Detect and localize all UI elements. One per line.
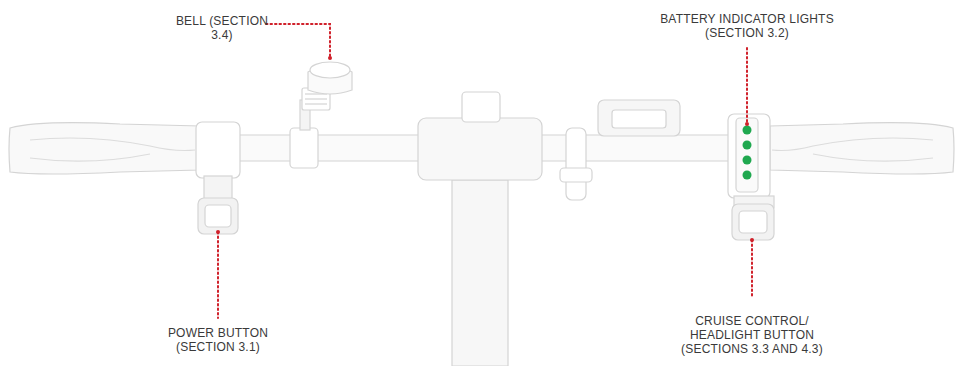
power-housing <box>196 122 240 178</box>
callout-label: CRUISE CONTROL/ HEADLIGHT BUTTON (SECTIO… <box>667 314 837 356</box>
leader-line <box>217 232 219 318</box>
callout-label: POWER BUTTON (SECTION 3.1) <box>158 326 278 354</box>
indicator-panel <box>736 118 758 192</box>
leader-dot <box>328 56 332 60</box>
battery-led <box>743 141 752 150</box>
battery-led <box>743 156 752 165</box>
battery-led <box>743 171 752 180</box>
cruise-button <box>732 204 774 240</box>
left-grip <box>9 123 200 174</box>
battery-led <box>743 126 752 135</box>
bell-top <box>310 62 350 78</box>
bell-clamp <box>290 128 318 168</box>
leader-dot <box>216 230 220 234</box>
battery-leds <box>743 126 752 180</box>
grip-line <box>813 154 933 161</box>
power-button <box>198 198 238 234</box>
grip-line <box>30 154 150 161</box>
right-grip <box>770 123 954 174</box>
clamp-top <box>462 92 500 122</box>
leader-line <box>266 24 330 56</box>
callout-label: BELL (SECTION 3.4) <box>172 14 272 42</box>
leader-line <box>751 240 753 298</box>
clip <box>566 128 586 200</box>
lever-ridge <box>305 98 327 99</box>
stem-clamp <box>418 118 542 180</box>
power-button-face <box>205 205 231 227</box>
stem <box>452 180 508 366</box>
grip-line <box>772 138 933 151</box>
lever-ridge <box>305 103 327 104</box>
battery-housing <box>728 114 770 198</box>
clip-latch <box>560 168 592 182</box>
grip-line <box>30 138 195 151</box>
leader-line <box>746 48 748 122</box>
mount-plate <box>598 100 680 136</box>
callout-label: BATTERY INDICATOR LIGHTS (SECTION 3.2) <box>642 12 852 40</box>
leader-dot <box>745 122 749 126</box>
cruise-button-face <box>739 211 767 233</box>
mount-clip <box>612 110 666 128</box>
leader-dot <box>750 238 754 242</box>
